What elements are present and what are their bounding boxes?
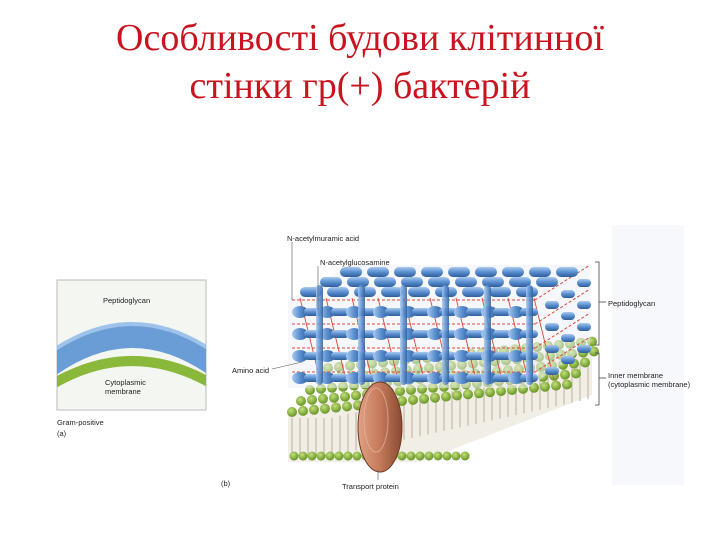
panel-a-frame [56, 279, 207, 411]
amino-acid-label: Amino acid [232, 366, 270, 375]
panel-a-letter: (a) [57, 429, 67, 438]
panel-b-letter: (b) [221, 479, 231, 488]
nam-label: N-acetylmuramic acid [287, 234, 360, 243]
pointer-lines [271, 242, 379, 480]
inner-membrane-label-2: (cytoplasmic membrane) [608, 380, 691, 389]
panel-a-caption: Gram-positive [57, 418, 104, 427]
transport-protein-label: Transport protein [342, 482, 399, 491]
inner-membrane-label-1: Inner membrane [608, 371, 664, 380]
transport-protein [357, 381, 403, 473]
title-line-2: стінки гр(+) бактерій [189, 65, 531, 107]
peptidoglycan-lattice [288, 264, 591, 388]
panel-a-cytoplasmic-label-1: Cytoplasmic [105, 378, 146, 387]
title-line-1: Особливості будови клітинної [116, 17, 604, 59]
panel-a-cytoplasmic-label-2: membrane [105, 387, 141, 396]
panel-a-peptidoglycan-label: Peptidoglycan [103, 296, 151, 305]
panel-b-diagram [271, 225, 684, 485]
right-brackets [595, 261, 606, 406]
panel-b-peptidoglycan-label: Peptidoglycan [608, 299, 656, 308]
slide-title: Особливості будови клітинної стінки гр(+… [0, 14, 720, 110]
nag-label: N-acetylglucosamine [320, 258, 390, 267]
